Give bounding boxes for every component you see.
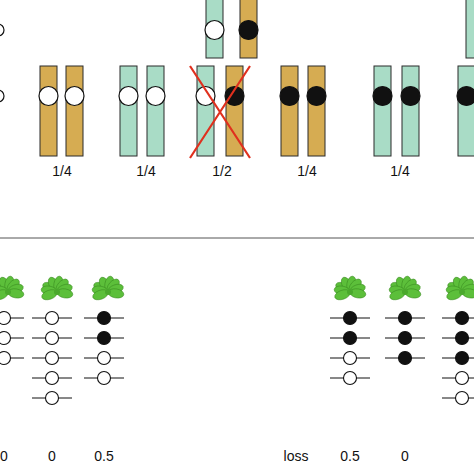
allele-dot: [344, 352, 357, 365]
plant-icon: [333, 275, 366, 301]
plant-icon: [0, 275, 25, 301]
plant-icon: [91, 275, 124, 301]
allele-dot: [46, 372, 59, 385]
separator-line: [0, 238, 474, 239]
value-label: 0: [401, 448, 409, 464]
chromosome-bar: [281, 66, 298, 156]
allele-dot: [373, 87, 392, 106]
allele-dot: [456, 332, 469, 345]
plant-icon: [40, 275, 73, 301]
value-label: 0.5: [94, 448, 113, 464]
plant-icon: [445, 275, 474, 301]
allele-dot: [98, 352, 111, 365]
ratio-label: 1/4: [52, 163, 71, 179]
chromosome-bar: [40, 66, 57, 156]
allele-dot: [98, 372, 111, 385]
ratio-label: 1/4: [390, 163, 409, 179]
allele-dot: [344, 332, 357, 345]
chromosome-bar: [206, 0, 223, 58]
allele-dot: [205, 21, 224, 40]
allele-dot: [457, 87, 474, 106]
chromosome-bar: [308, 66, 325, 156]
ratio-label: 1/4: [136, 163, 155, 179]
allele-dot: [146, 87, 165, 106]
allele-dot: [0, 352, 11, 365]
allele-dot: [456, 392, 469, 405]
value-label: 0: [48, 448, 56, 464]
allele-dot: [399, 312, 412, 325]
allele-dot: [39, 87, 58, 106]
allele-dot: [46, 352, 59, 365]
value-label: 0.5: [340, 448, 359, 464]
allele-dot: [0, 312, 11, 325]
allele-dot: [399, 352, 412, 365]
value-label: loss: [284, 448, 309, 464]
cross-out: [190, 66, 250, 158]
allele-dot: [119, 87, 138, 106]
allele-dot: [239, 21, 258, 40]
allele-dot: [46, 392, 59, 405]
allele-dot: [401, 87, 420, 106]
chromosome-bar: [147, 66, 164, 156]
allele-dot: [399, 332, 412, 345]
allele-dot: [344, 372, 357, 385]
allele-dot: [456, 352, 469, 365]
allele-dot: [98, 312, 111, 325]
allele-dot: [280, 87, 299, 106]
ratio-label: 1/4: [297, 163, 316, 179]
allele-dot: [65, 87, 84, 106]
chromosome-bar: [466, 0, 474, 58]
allele-dot: [98, 332, 111, 345]
chromosome-bar: [120, 66, 137, 156]
ratio-label: 1/2: [212, 163, 231, 179]
chromosome-bar: [458, 66, 474, 156]
chromosome-bar: [240, 0, 257, 58]
chromosome-bar: [66, 66, 83, 156]
allele-dot: [0, 332, 11, 345]
allele-dot: [456, 312, 469, 325]
allele-dot: [46, 312, 59, 325]
partial-mark: [0, 90, 4, 102]
chromosome-bar: [374, 66, 391, 156]
allele-dot: [456, 372, 469, 385]
plant-icon: [388, 275, 421, 301]
value-label: 0: [0, 448, 8, 464]
allele-dot: [46, 332, 59, 345]
allele-dot: [344, 312, 357, 325]
chromosome-bar: [402, 66, 419, 156]
partial-mark: [0, 24, 4, 36]
allele-dot: [307, 87, 326, 106]
